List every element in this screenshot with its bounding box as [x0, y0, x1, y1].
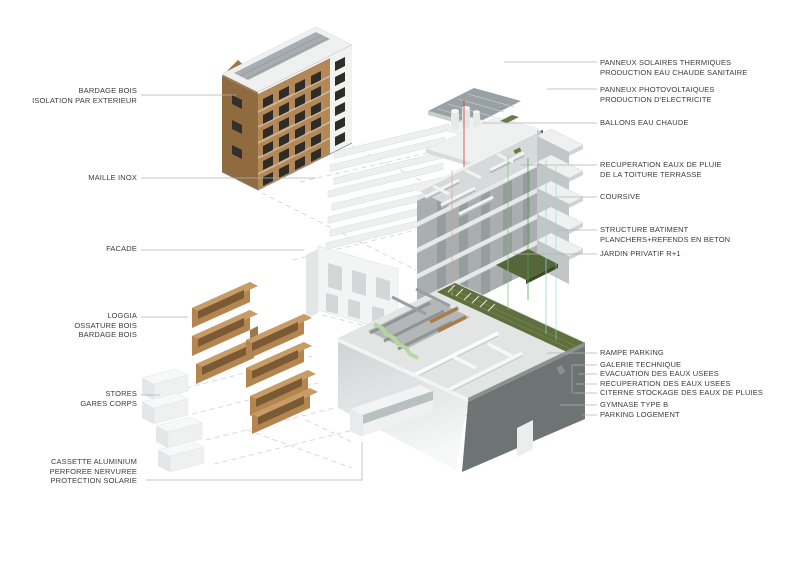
label-bardage-bois: BARDAGE BOIS ISOLATION PAR EXTERIEUR [32, 86, 137, 105]
label-structure-batiment: STRUCTURE BATIMENT PLANCHERS+REFENDS EN … [600, 225, 731, 244]
label-maille-inox: MAILLE INOX [88, 173, 137, 182]
label-rampe-parking: RAMPE PARKING [600, 348, 664, 357]
base-block [338, 282, 585, 472]
label-cassette-aluminium: CASSETTE ALUMINIUM PERFOREE NERVUREE PRO… [49, 457, 137, 486]
green-stair [373, 322, 419, 360]
label-coursive: COURSIVE [600, 192, 641, 201]
private-garden [496, 249, 558, 284]
green-roof-band [437, 283, 585, 352]
label-facade: FACADE [106, 244, 137, 253]
loggia-timber-frame [192, 282, 318, 434]
label-evacuation-eaux: EVACUATION DES EAUX USEES [600, 369, 719, 378]
utility-lines [451, 100, 557, 340]
label-recuperation-eaux: RECUPERATION DES EAUX USEES [600, 379, 731, 388]
label-recuperation-pluie: RECUPERATION EAUX DE PLUIE DE LA TOITURE… [600, 160, 722, 179]
label-parking-logement: PARKING LOGEMENT [600, 410, 680, 419]
leader-lines [141, 61, 597, 481]
stores-stack [141, 368, 205, 473]
label-galerie-technique: GALERIE TECHNIQUE [600, 360, 682, 369]
aluminium-cassette [349, 381, 434, 437]
label-citerne-stockage: CITERNE STOCKAGE DES EAUX DE PLUIES [600, 388, 764, 397]
label-stores: STORES GARES CORPS [80, 389, 137, 408]
label-gymnase: GYMNASE TYPE B [600, 400, 669, 409]
label-panneaux-pv: PANNEUX PHOTOVOLTAIQUES PRODUCTION D'ELE… [600, 85, 715, 104]
label-ballons-eau-chaude: BALLONS EAU CHAUDE [600, 118, 689, 127]
label-jardin-privatif: JARDIN PRIVATIF R+1 [600, 249, 681, 258]
timber-building [221, 26, 353, 191]
label-panneaux-solaires: PANNEUX SOLAIRES THERMIQUES PRODUCTION E… [600, 58, 748, 77]
label-loggia: LOGGIA OSSATURE BOIS BARDAGE BOIS [74, 311, 137, 340]
